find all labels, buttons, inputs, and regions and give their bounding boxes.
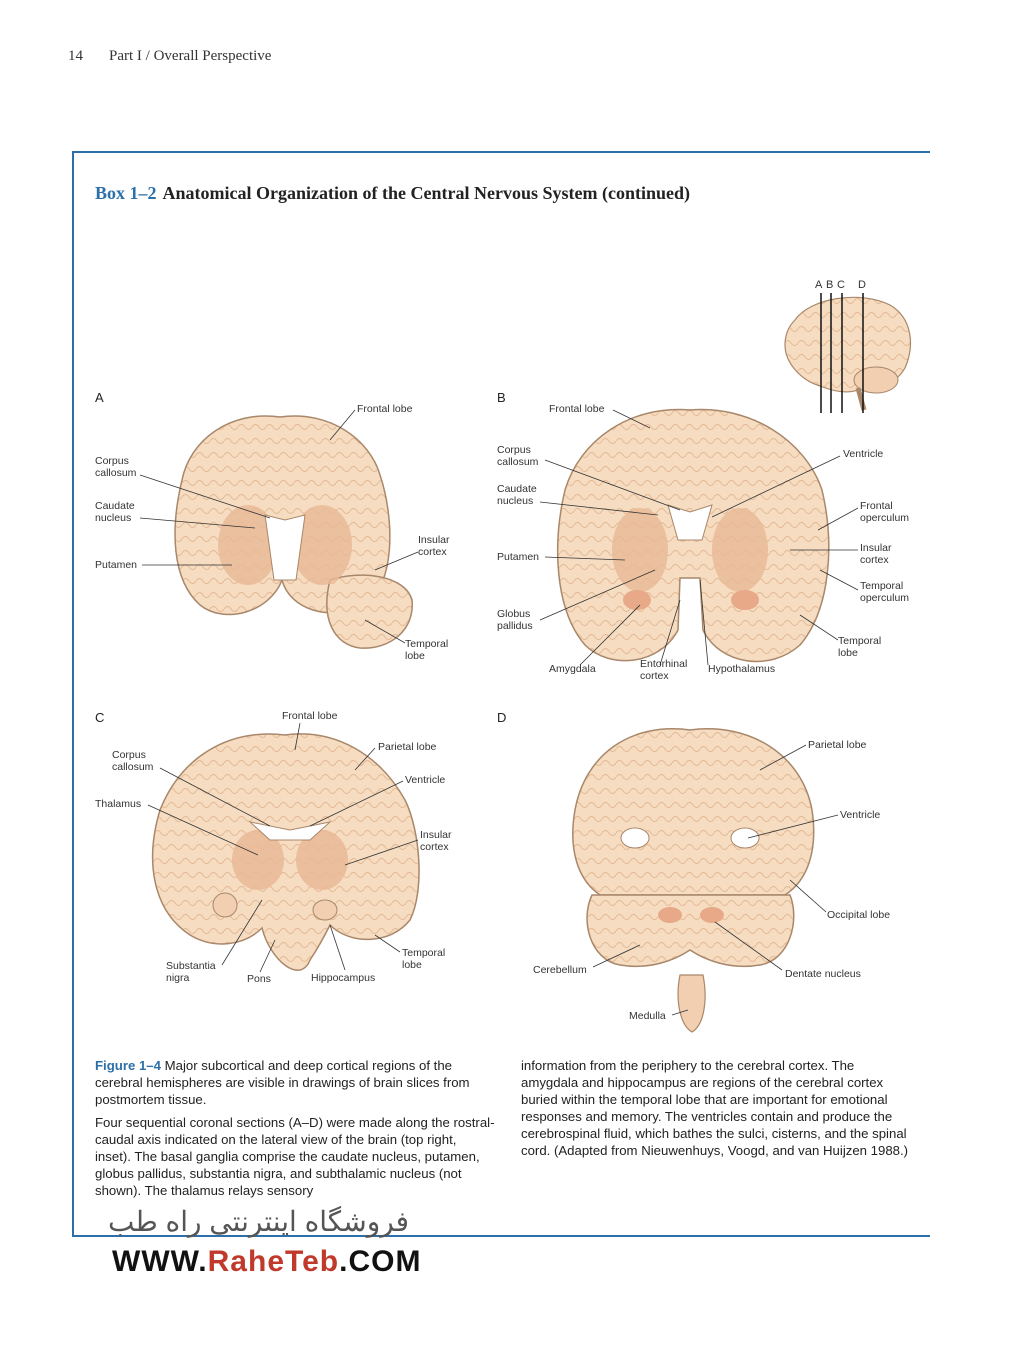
panel-letter-c: C — [95, 710, 105, 725]
a-label-frontal-lobe: Frontal lobe — [357, 403, 413, 415]
running-head-text: Part I / Overall Perspective — [109, 48, 272, 64]
caption-body-left: Four sequential coronal sections (A–D) w… — [95, 1115, 495, 1198]
d-label-dentate-nucleus: Dentate nucleus — [785, 968, 861, 980]
figure-caption-right: information from the periphery to the ce… — [521, 1058, 909, 1158]
box-title-text: Anatomical Organization of the Central N… — [162, 183, 690, 203]
figure-label: Figure 1–4 — [95, 1058, 161, 1073]
watermark-url-brand: RaheTeb — [207, 1245, 340, 1278]
inset-letter-d: D — [858, 279, 866, 291]
d-label-medulla: Medulla — [629, 1010, 666, 1022]
c-label-corpus-callosum: Corpus callosum — [112, 749, 154, 773]
c-label-thalamus: Thalamus — [95, 798, 142, 810]
running-head: 14 Part I / Overall Perspective — [68, 48, 271, 65]
b-label-temporal-operculum: Temporal operculum — [860, 580, 910, 604]
c-label-ventricle: Ventricle — [405, 774, 446, 786]
a-label-insular-cortex: Insular cortex — [418, 534, 450, 558]
b-label-caudate-nucleus: Caudate nucleus — [497, 483, 537, 507]
c-label-temporal-lobe: Temporal lobe — [402, 947, 446, 971]
b-label-corpus-callosum: Corpus callosum — [497, 444, 539, 468]
c-label-frontal-lobe: Frontal lobe — [282, 710, 338, 722]
a-label-temporal-lobe: Temporal lobe — [405, 638, 449, 662]
d-label-ventricle: Ventricle — [840, 809, 881, 821]
panel-letter-d: D — [497, 710, 507, 725]
inset-letter-c: C — [837, 279, 845, 291]
inset-letter-b: B — [826, 279, 834, 291]
section-c-drawing — [151, 733, 420, 971]
section-b-drawing — [556, 408, 830, 663]
c-label-insular-cortex: Insular cortex — [420, 829, 452, 853]
watermark-url-suffix: .COM — [339, 1245, 422, 1278]
box-frame-bottom — [72, 1235, 930, 1237]
box-frame-left — [72, 151, 74, 1237]
b-label-frontal-lobe: Frontal lobe — [549, 403, 605, 415]
panel-letter-b: B — [497, 390, 506, 405]
figure-caption-left: Figure 1–4 Major subcortical and deep co… — [95, 1057, 495, 1205]
b-label-amygdala: Amygdala — [549, 663, 596, 675]
box-frame-top — [72, 151, 930, 153]
inset-section-lines — [820, 293, 864, 413]
section-d-drawing — [572, 728, 815, 1033]
b-label-insular-cortex: Insular cortex — [860, 542, 892, 566]
figure-headline: Major subcortical and deep cortical regi… — [95, 1058, 470, 1107]
d-label-cerebellum: Cerebellum — [533, 964, 587, 976]
b-label-entorhinal-cortex: Entorhinal cortex — [640, 658, 688, 682]
b-label-frontal-operculum: Frontal operculum — [860, 500, 910, 524]
watermark-url: WWW.RaheTeb.COM — [112, 1245, 421, 1279]
watermark-url-prefix: WWW. — [112, 1245, 208, 1278]
panel-letter-a: A — [95, 390, 104, 405]
inset-lateral-brain — [784, 296, 912, 411]
b-label-putamen: Putamen — [497, 551, 540, 563]
c-label-substantia-nigra: Substantia nigra — [166, 960, 216, 984]
d-label-parietal-lobe: Parietal lobe — [808, 739, 867, 751]
b-label-globus-pallidus: Globus pallidus — [497, 608, 533, 632]
c-label-parietal-lobe: Parietal lobe — [378, 741, 437, 753]
b-label-temporal-lobe: Temporal lobe — [838, 635, 882, 659]
section-a-drawing — [174, 415, 413, 649]
a-label-caudate-nucleus: Caudate nucleus — [95, 500, 135, 524]
a-label-putamen: Putamen — [95, 559, 138, 571]
c-label-pons: Pons — [247, 973, 271, 985]
box-number: Box 1–2 — [95, 183, 157, 203]
d-label-occipital-lobe: Occipital lobe — [827, 909, 891, 921]
leader-lines — [139, 409, 859, 1016]
b-label-ventricle: Ventricle — [843, 448, 884, 460]
watermark-persian-text: فروشگاه اینترنتی راه طب — [108, 1206, 410, 1237]
a-label-corpus-callosum: Corpus callosum — [95, 455, 137, 479]
c-label-hippocampus: Hippocampus — [311, 972, 376, 984]
inset-letter-a: A — [815, 279, 824, 291]
page-number: 14 — [68, 48, 83, 64]
b-label-hypothalamus: Hypothalamus — [708, 663, 776, 675]
